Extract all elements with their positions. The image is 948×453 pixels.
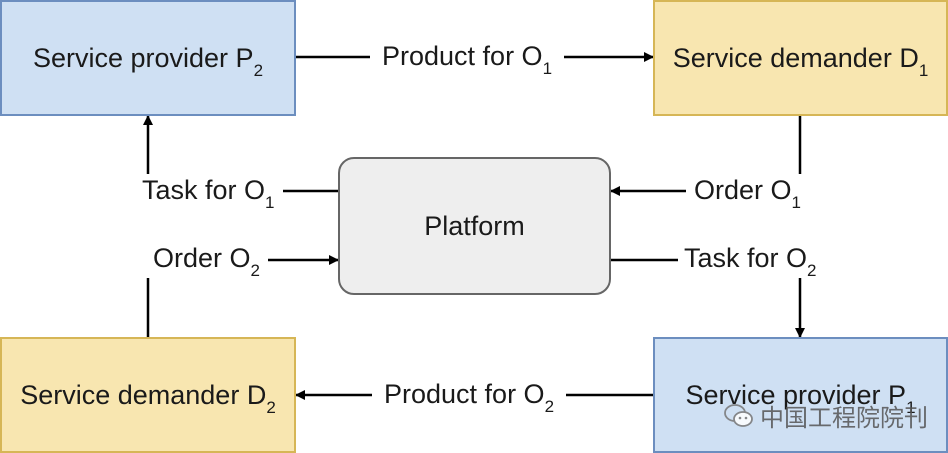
service-provider-p1-box: Service provider P1: [653, 337, 948, 453]
edge-label-product-o1: Product for O1: [370, 40, 565, 78]
platform-label: Platform: [424, 210, 525, 241]
service-demander-d2-label: Service demander D2: [20, 379, 276, 417]
watermark: 中国工程院院刊: [724, 398, 928, 433]
platform-box: Platform: [338, 157, 611, 295]
edge-label-task-o2: Task for O2: [678, 242, 823, 280]
service-demander-d1-label: Service demander D1: [672, 42, 929, 80]
service-provider-p2-label: Service provider P2: [32, 42, 264, 80]
edge-label-order-o2: Order O2: [145, 242, 268, 280]
service-demander-d1-box: Service demander D1: [653, 0, 948, 116]
service-demander-d2-box: Service demander D2: [0, 337, 296, 453]
wechat-icon: [724, 403, 753, 427]
edge-label-product-o2: Product for O2: [372, 378, 567, 416]
service-provider-p2-box: Service provider P2: [0, 0, 296, 116]
service-provider-p1-label: Service provider P1: [685, 379, 916, 417]
edge-label-order-o1: Order O1: [686, 174, 809, 212]
watermark-text: 中国工程院院刊: [760, 404, 928, 432]
edge-label-task-o1: Task for O1: [134, 174, 283, 212]
